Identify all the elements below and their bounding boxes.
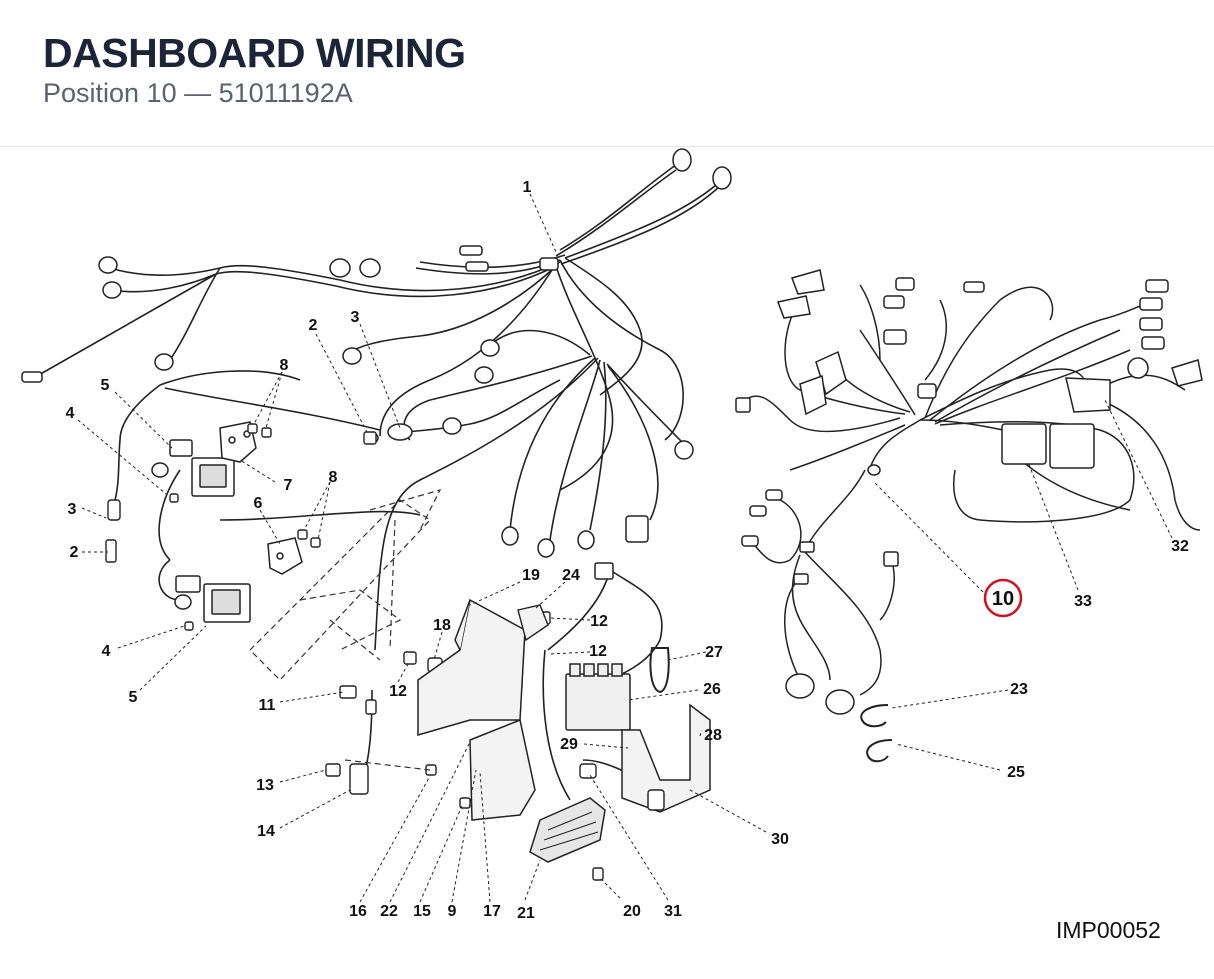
bracket-6	[267, 537, 303, 575]
leader-lines	[77, 193, 1173, 903]
callout-19: 19	[522, 567, 540, 584]
callout-21: 21	[517, 905, 535, 922]
callout-25: 25	[1007, 764, 1025, 781]
highlight-ring	[983, 578, 1023, 618]
callout-14: 14	[257, 823, 275, 840]
callout-31: 31	[664, 903, 682, 920]
callout-7: 7	[284, 477, 293, 494]
callout-12: 12	[589, 643, 607, 660]
bracket-7	[219, 421, 257, 463]
frame-tube-dashed	[249, 489, 471, 771]
callout-3: 3	[351, 309, 360, 326]
callout-24: 24	[562, 567, 580, 584]
sensor-31	[579, 763, 665, 811]
callout-3: 3	[68, 501, 77, 518]
relay-upper	[151, 439, 235, 497]
callout-23: 23	[1010, 681, 1028, 698]
callout-8: 8	[280, 357, 289, 374]
callout-6: 6	[254, 495, 263, 512]
callout-9: 9	[448, 903, 457, 920]
callout-33: 33	[1074, 593, 1092, 610]
callout-12: 12	[590, 613, 608, 630]
diagram-code: IMP00052	[1056, 917, 1161, 943]
page-header: DASHBOARD WIRING Position 10 — 51011192A	[0, 0, 1214, 147]
bracket-19	[417, 598, 526, 736]
callout-4: 4	[102, 643, 111, 660]
callout-20: 20	[623, 903, 641, 920]
callout-29: 29	[560, 736, 578, 753]
wiring-diagram: 1 2 3 8 5 4 7 3 2 6 8 4 5 19 24 12 18 12…	[21, 148, 1203, 922]
callout-10-highlight[interactable]: 10	[983, 578, 1023, 618]
callout-4: 4	[66, 405, 75, 422]
callout-27: 27	[705, 644, 723, 661]
callout-5: 5	[129, 689, 138, 706]
relay-lower	[174, 575, 251, 623]
callout-30: 30	[771, 831, 789, 848]
page-title: DASHBOARD WIRING	[43, 30, 466, 76]
callout-15: 15	[413, 903, 431, 920]
callout-8: 8	[329, 469, 338, 486]
callout-26: 26	[703, 681, 721, 698]
callout-28: 28	[704, 727, 722, 744]
callout-32: 32	[1171, 538, 1189, 555]
callout-22: 22	[380, 903, 398, 920]
bracket-24	[517, 604, 549, 642]
strap-27	[649, 647, 670, 694]
callout-10: 10	[992, 588, 1014, 610]
callout-2: 2	[70, 544, 79, 561]
callout-numbers: 1 2 3 8 5 4 7 3 2 6 8 4 5 19 24 12 18 12…	[66, 179, 1189, 922]
callout-12: 12	[389, 683, 407, 700]
callout-18: 18	[433, 617, 451, 634]
support-28	[621, 703, 711, 813]
callout-5: 5	[101, 377, 110, 394]
callout-17: 17	[483, 903, 501, 920]
callout-1: 1	[523, 179, 532, 196]
page-subtitle: Position 10 — 51011192A	[43, 78, 353, 108]
ecu-21	[529, 797, 606, 863]
sensor-14	[349, 699, 377, 795]
battery-26	[565, 663, 631, 731]
bracket-9	[469, 718, 536, 821]
clips-23-25	[860, 704, 893, 763]
small-parts	[105, 423, 604, 881]
callout-2: 2	[309, 317, 318, 334]
harness-10-wires	[744, 284, 1201, 696]
callout-13: 13	[256, 777, 274, 794]
callout-16: 16	[349, 903, 367, 920]
callout-11: 11	[259, 697, 276, 714]
connector-plugs	[21, 148, 732, 580]
harness-10-connectors	[735, 269, 1203, 715]
